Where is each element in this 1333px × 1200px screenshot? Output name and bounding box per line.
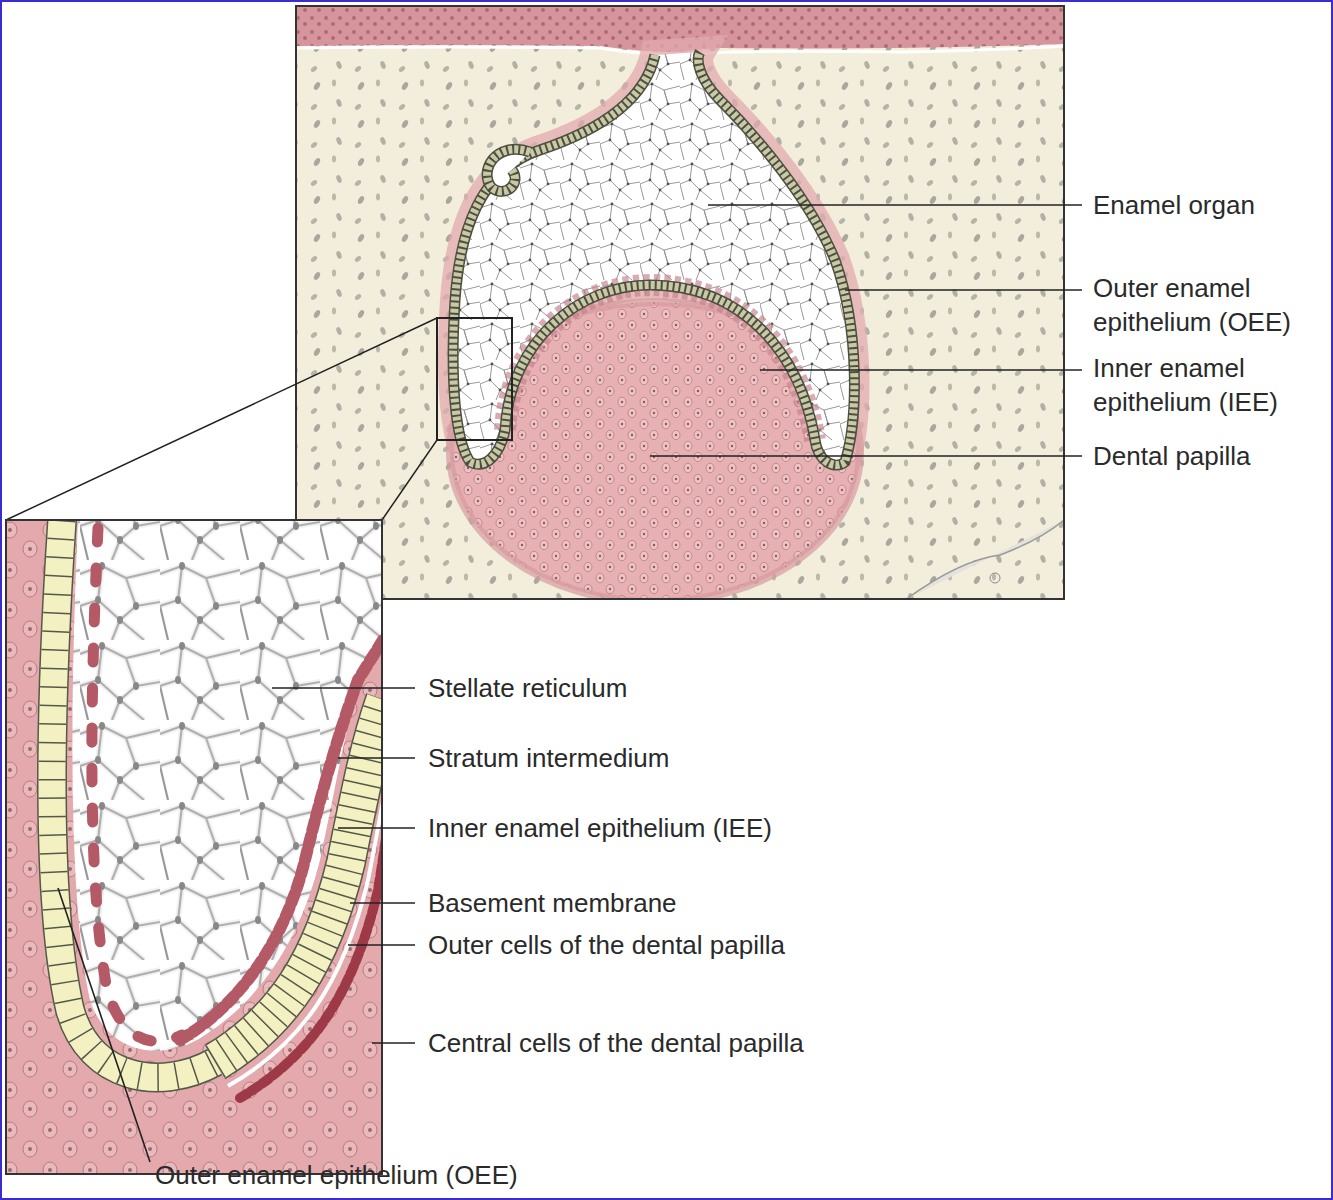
part-label: Inner enamel epithelium (IEE) — [1093, 351, 1331, 419]
part-label: Basement membrane — [428, 886, 888, 920]
part-label: Inner enamel epithelium (IEE) — [428, 811, 898, 845]
part-label: Stratum intermedium — [428, 741, 888, 775]
part-label: Stellate reticulum — [428, 671, 888, 705]
part-label: Enamel organ — [1093, 188, 1323, 222]
leader-lines — [58, 205, 1082, 1162]
part-label: Outer cells of the dental papilla — [428, 928, 898, 962]
part-label: Dental papilla — [1093, 439, 1323, 473]
part-label: Outer enamel epithelium (OEE) — [1093, 271, 1331, 339]
part-label: Central cells of the dental papilla — [428, 1026, 908, 1060]
part-label: Outer enamel epithelium (OEE) — [155, 1158, 635, 1192]
